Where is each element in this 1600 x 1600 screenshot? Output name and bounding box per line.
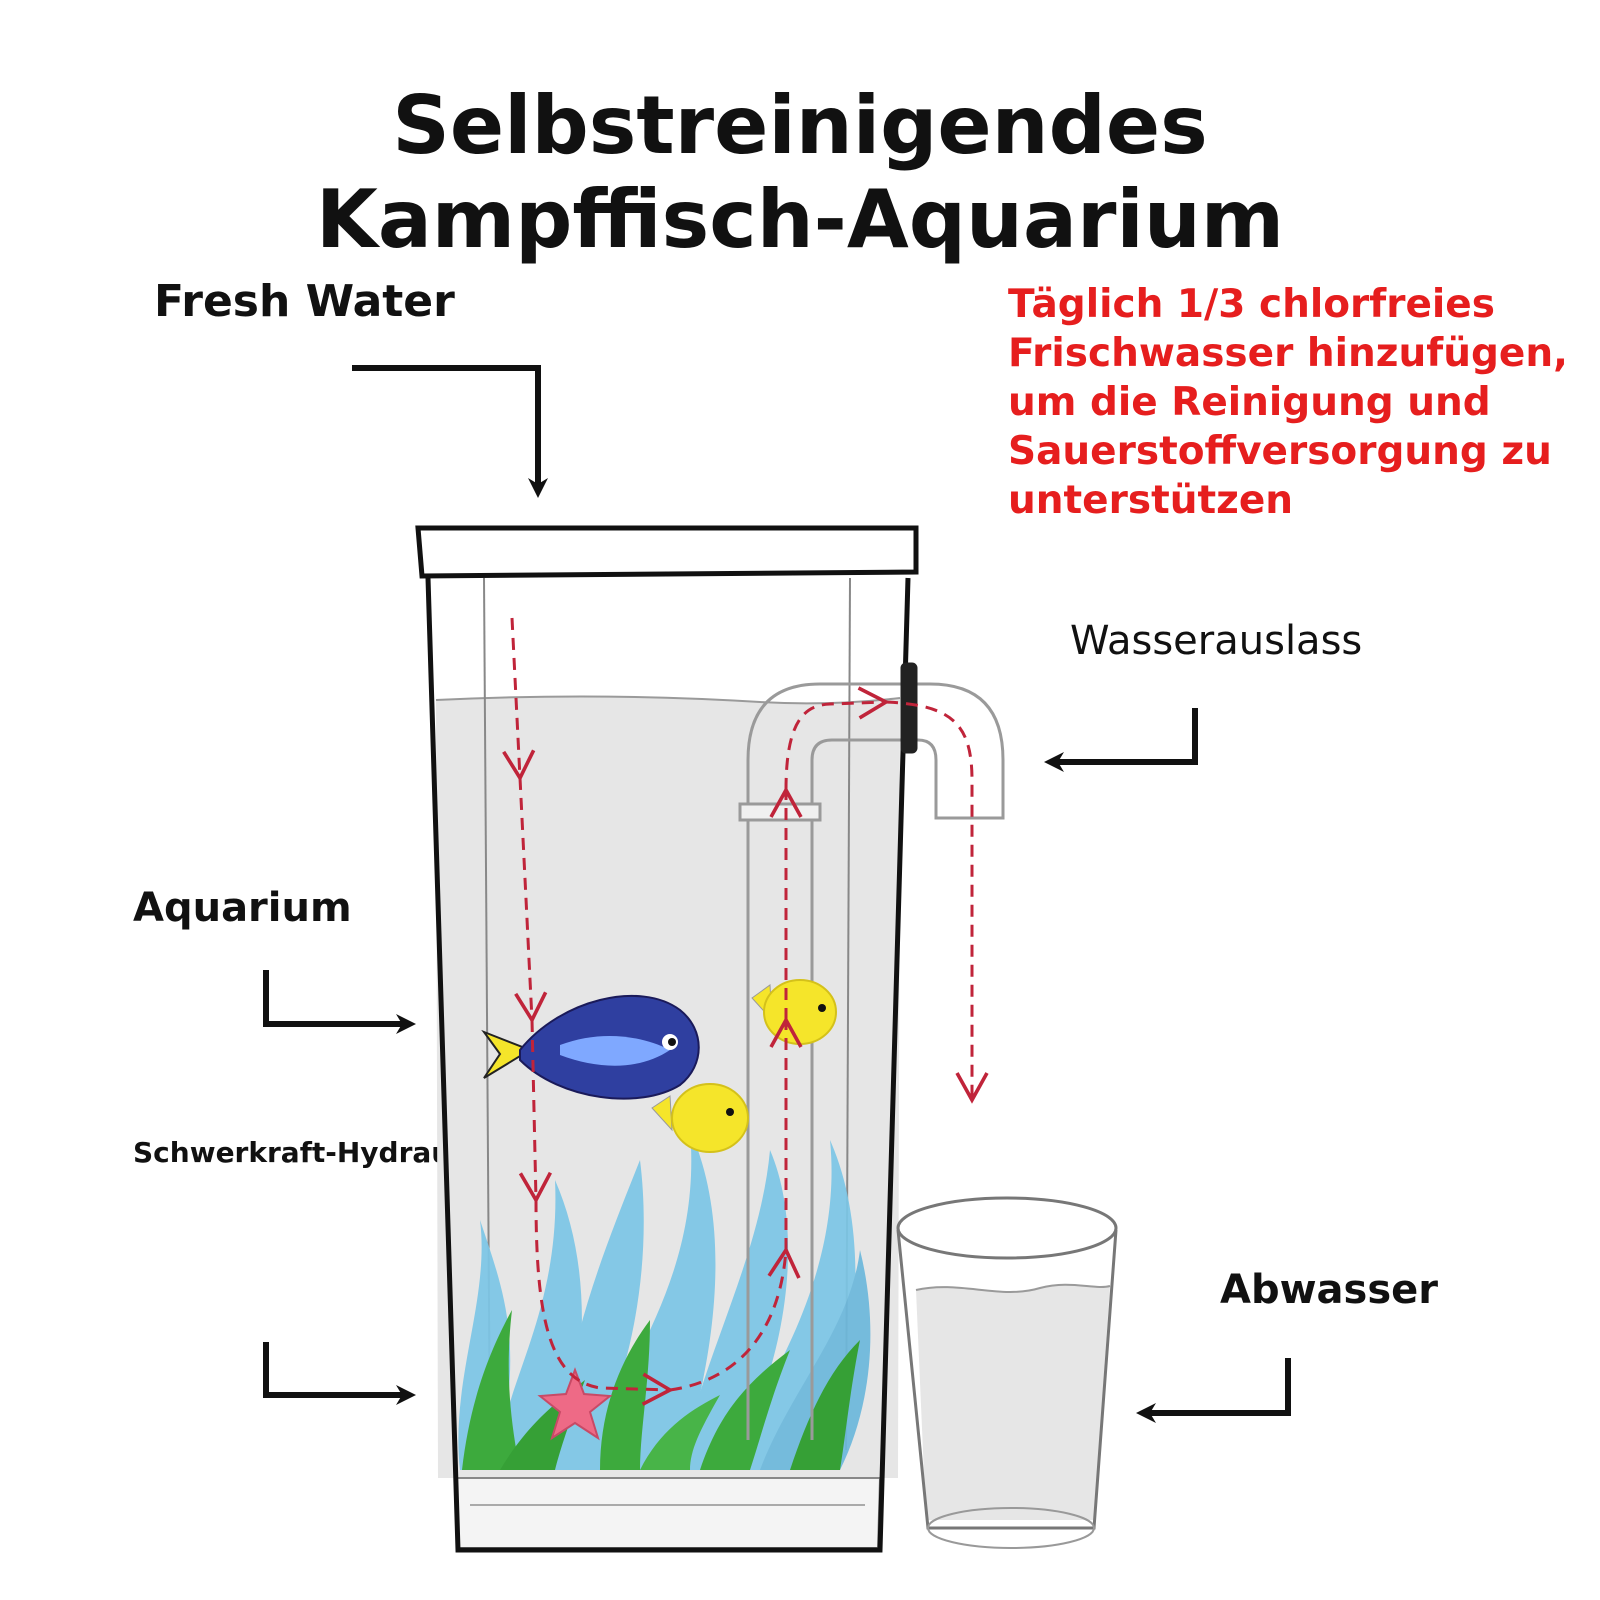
title-line-1: Selbstreinigendes [392,79,1208,172]
flow-path [502,617,989,1406]
arrow-icon [1044,708,1198,772]
fish-icon [651,1083,749,1153]
fish-icon [481,994,700,1100]
starfish-icon [537,1367,613,1441]
label-water-outlet: Wasserauslass [1070,618,1363,664]
instruction-note: Täglich 1/3 chlorfreies Frischwasser hin… [1008,282,1568,523]
arrow-icon [263,970,416,1034]
arrow-icon [263,1342,416,1405]
drinking-glass-icon [896,1196,1118,1549]
label-waste-water: Abwasser [1220,1267,1439,1313]
arrow-icon [1136,1358,1291,1423]
label-aquarium: Aquarium [133,885,352,931]
label-fresh-water: Fresh Water [154,276,455,327]
title-line-2: Kampffisch-Aquarium [315,173,1285,266]
arrow-icon [352,365,548,498]
